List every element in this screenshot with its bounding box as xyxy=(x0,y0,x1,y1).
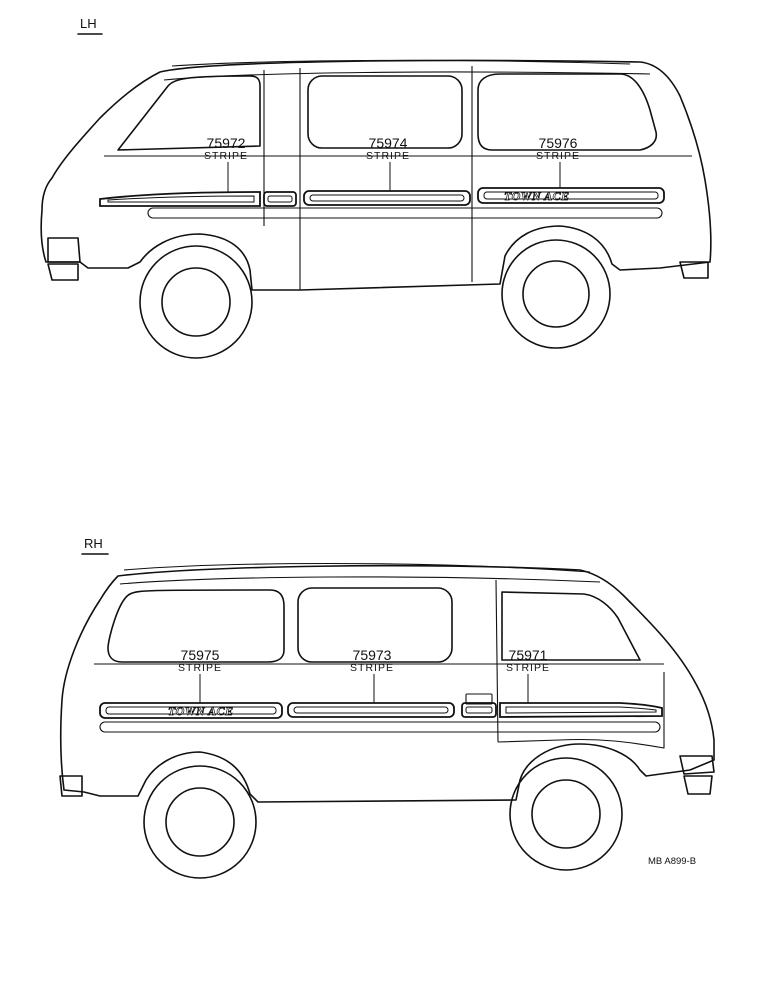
lh-front-window xyxy=(117,75,261,151)
rh-middle-window xyxy=(297,587,453,663)
rh-front-corner xyxy=(683,775,713,795)
lh-town-ace-emblem: TOWN ACE xyxy=(504,189,570,203)
lh-middle-window xyxy=(307,75,463,149)
lh-label: LH xyxy=(80,16,97,31)
rh-rear-tire xyxy=(143,765,257,879)
part-name: STRIPE xyxy=(506,662,550,674)
lh-van-body xyxy=(40,59,712,291)
rh-rear-window xyxy=(107,589,285,663)
rh-van-body xyxy=(59,564,715,803)
lh-callout-75972: 75972 STRIPE xyxy=(204,135,248,192)
part-number: 75971 xyxy=(509,647,548,663)
lh-front-rim xyxy=(161,267,231,337)
lh-roof-line xyxy=(171,59,631,67)
rh-label: RH xyxy=(84,536,103,551)
rh-rear-rim xyxy=(165,787,235,857)
rh-front-door-edge xyxy=(495,579,499,743)
lh-view: LH xyxy=(40,16,712,359)
rh-stripe-75971 xyxy=(461,693,663,718)
rh-roof-gutter xyxy=(119,576,601,585)
rh-callout-75975: 75975 STRIPE xyxy=(178,647,222,703)
part-number: 75976 xyxy=(539,135,578,151)
rh-lower-moulding xyxy=(99,721,661,733)
lh-front-corner xyxy=(47,263,79,281)
part-number: 75973 xyxy=(353,647,392,663)
part-number: 75972 xyxy=(207,135,246,151)
lh-lower-moulding xyxy=(147,207,663,219)
lh-callout-75976: 75976 STRIPE xyxy=(536,135,580,188)
part-number: 75974 xyxy=(369,135,408,151)
rh-roof-line xyxy=(123,562,591,573)
lh-stripe-75976: TOWN ACE xyxy=(477,187,665,204)
lh-front-bumper xyxy=(47,237,81,263)
rh-callout-75973: 75973 STRIPE xyxy=(350,647,394,703)
figure-reference: MB A899-B xyxy=(648,856,696,867)
rh-town-ace-emblem: TOWN ACE xyxy=(168,704,234,718)
part-name: STRIPE xyxy=(178,662,222,674)
rh-front-rim xyxy=(531,779,601,849)
rh-view: RH TOWN ACE xyxy=(59,536,715,879)
lh-stripe-75972 xyxy=(99,191,297,207)
rh-rear-lamp xyxy=(59,775,83,797)
rh-front-tire xyxy=(509,757,623,871)
lh-rear-window xyxy=(477,73,658,151)
rh-stripe-75973 xyxy=(287,702,455,718)
lh-front-tire xyxy=(139,245,253,359)
lh-rear-lamp xyxy=(679,261,709,279)
lh-rear-tire xyxy=(501,239,611,349)
part-name: STRIPE xyxy=(536,150,580,162)
rh-door-handle xyxy=(465,693,493,705)
lh-callout-75974: 75974 STRIPE xyxy=(366,135,410,191)
rh-front-window xyxy=(501,591,641,661)
part-name: STRIPE xyxy=(350,662,394,674)
rh-callout-75971: 75971 STRIPE xyxy=(506,647,550,703)
rh-front-bumper xyxy=(679,755,715,775)
rh-front-door-bottom xyxy=(497,672,665,749)
lh-stripe-75974 xyxy=(303,190,471,206)
part-name: STRIPE xyxy=(204,150,248,162)
part-name: STRIPE xyxy=(366,150,410,162)
rh-stripe-75975: TOWN ACE xyxy=(99,702,283,719)
part-number: 75975 xyxy=(181,647,220,663)
lh-rear-rim xyxy=(522,260,590,328)
